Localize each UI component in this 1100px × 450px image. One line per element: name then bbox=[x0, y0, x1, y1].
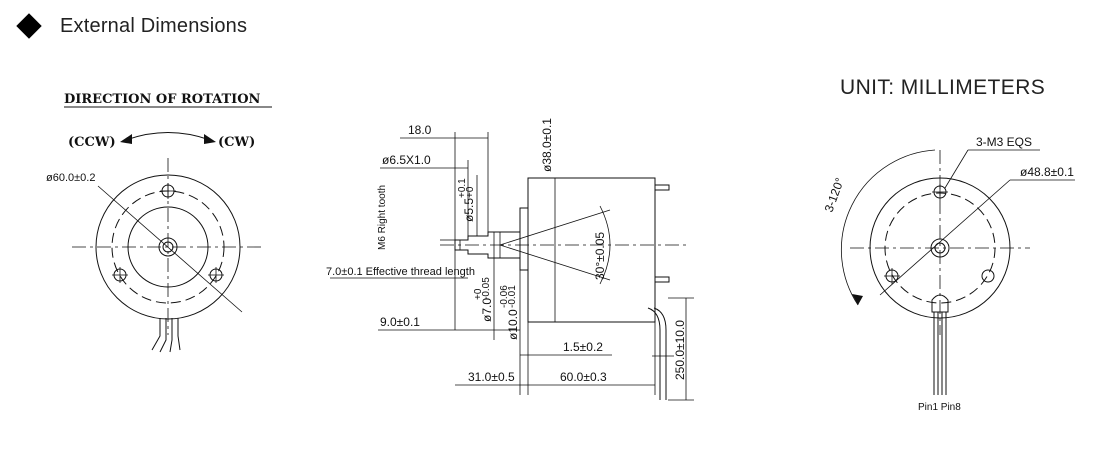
dim-7-tol-top: +0 bbox=[473, 288, 484, 300]
holes-label: 3-M3 EQS bbox=[976, 135, 1032, 149]
angle-120-arc bbox=[841, 149, 936, 306]
section-title: External Dimensions bbox=[60, 14, 248, 37]
front-diameter-label: ø60.0±0.2 bbox=[46, 172, 95, 184]
dim-5-5-tol-top: +0.1 bbox=[457, 178, 468, 198]
dim-31-label: 31.0±0.5 bbox=[468, 370, 515, 384]
dim-7-label: ø7.0 bbox=[480, 298, 494, 322]
dim-9-label: 9.0±0.1 bbox=[380, 315, 420, 329]
ccw-label: (CCW) bbox=[68, 135, 116, 150]
dim-38-label: ø38.0±0.1 bbox=[540, 118, 554, 172]
ccw-arrowhead-icon bbox=[120, 134, 132, 144]
thread-length-label: 7.0±0.1 Effective thread length bbox=[326, 266, 475, 278]
cw-label: (CW) bbox=[218, 135, 255, 150]
rear-pin-top bbox=[654, 184, 670, 191]
dim-5-5-label: ø5.5 bbox=[462, 198, 476, 222]
motor-flange bbox=[519, 207, 529, 271]
dim-6-5-label: ø6.5X1.0 bbox=[382, 153, 431, 167]
pcd-label: ø48.8±0.1 bbox=[1020, 165, 1074, 179]
front-hole-right bbox=[208, 267, 224, 283]
rear-connector bbox=[931, 294, 949, 313]
front-view: DIRECTION OF ROTATION (CCW) (CW) bbox=[46, 92, 272, 353]
side-cable bbox=[647, 307, 667, 400]
front-cable bbox=[151, 318, 181, 353]
unit-label: UNIT: MILLIMETERS bbox=[840, 76, 1046, 99]
rear-pin-bottom bbox=[654, 276, 670, 283]
dim-250-label: 250.0±10.0 bbox=[673, 320, 687, 380]
angle-arrow-icon bbox=[852, 294, 863, 305]
pins-label: Pin1 Pin8 bbox=[918, 402, 961, 413]
front-hole-top bbox=[160, 183, 176, 199]
rotation-title: DIRECTION OF ROTATION bbox=[64, 92, 261, 107]
rotation-arrow-arc bbox=[125, 132, 211, 141]
angle-120-label: 3-120° bbox=[822, 176, 847, 214]
section-header: External Dimensions bbox=[14, 10, 247, 42]
side-view: 30°±0.05 ø38.0±0.1 18.0 ø6.5X1.0 ø5.5 +0… bbox=[326, 118, 694, 401]
rear-view: Pin1 Pin8 3-M3 EQS ø48.8±0.1 3-120° bbox=[822, 135, 1075, 413]
dim-1-5-label: 1.5±0.2 bbox=[563, 340, 603, 354]
cw-arrowhead-icon bbox=[204, 134, 216, 144]
dim-10-tol-bot: -0.01 bbox=[507, 285, 518, 308]
motor-body bbox=[527, 177, 656, 323]
dim-18-label: 18.0 bbox=[408, 123, 432, 137]
rear-hole-left bbox=[884, 268, 900, 284]
rear-cable bbox=[933, 312, 947, 395]
dim-10-label: ø10.0 bbox=[506, 309, 520, 340]
rear-hole-right bbox=[981, 269, 995, 283]
dim-60-label: 60.0±0.3 bbox=[560, 370, 607, 384]
angle-arc bbox=[599, 205, 611, 285]
m6-label: M6 Right tooth bbox=[377, 185, 388, 250]
dim-7-tol-bot: -0.05 bbox=[481, 277, 492, 300]
dim-10-tol-top: -0.06 bbox=[499, 285, 510, 308]
rear-hole-top bbox=[932, 184, 948, 200]
dim-5-5-tol-bot: +0 bbox=[465, 186, 476, 198]
front-diameter-leader bbox=[97, 185, 243, 313]
angle-label: 30°±0.05 bbox=[593, 232, 607, 280]
front-hole-left bbox=[112, 267, 128, 283]
